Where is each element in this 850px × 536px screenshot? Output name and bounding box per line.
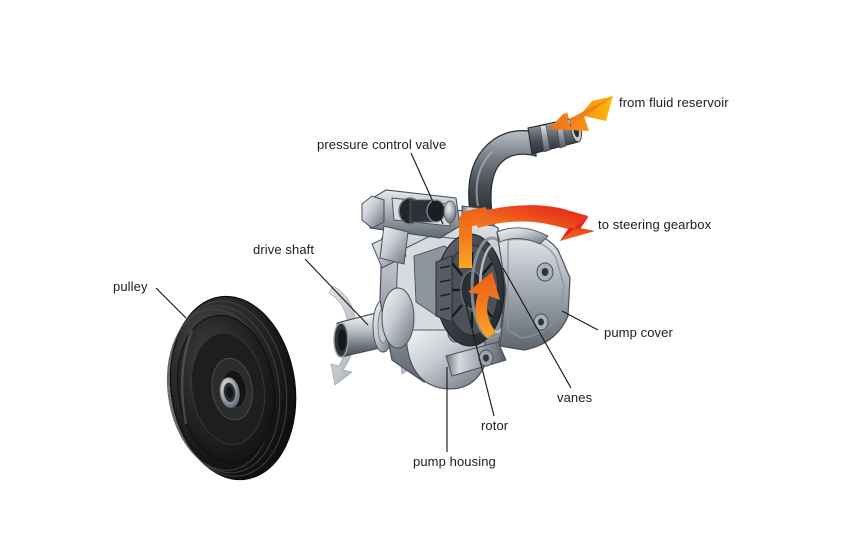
- drive-shaft-bore-inner: [338, 329, 346, 351]
- label-to-steering-gearbox: to steering gearbox: [598, 217, 712, 232]
- label-pump-cover: pump cover: [604, 325, 673, 340]
- label-drive-shaft: drive shaft: [253, 242, 315, 257]
- outlet-arrow-head: [560, 216, 589, 241]
- valve-end-cap: [361, 195, 385, 229]
- label-pressure-control-valve: pressure control valve: [317, 137, 447, 152]
- pump-cover-component: [496, 227, 571, 351]
- from-fluid-reservoir-arrow: [549, 96, 613, 131]
- valve-spring-seat: [443, 200, 457, 224]
- label-from-fluid-reservoir: from fluid reservoir: [619, 95, 729, 110]
- label-vanes: vanes: [557, 390, 593, 405]
- pulley-component: [166, 295, 297, 481]
- valve-spool-right: [426, 199, 446, 223]
- vane-cut-lines: [439, 265, 451, 311]
- vane-cut-block: [435, 255, 453, 323]
- valve-support-leg: [379, 225, 409, 265]
- rotor-rotation-arrow: [468, 272, 500, 338]
- inlet-highlight: [475, 151, 493, 207]
- leader-line-group: [155, 152, 599, 452]
- cover-bolt-hole-bottom: [538, 318, 544, 326]
- label-pulley: pulley: [113, 279, 148, 294]
- housing-bottom-flange: [445, 341, 507, 377]
- leader-drive-shaft: [304, 258, 369, 326]
- housing-bottom-hole: [483, 354, 489, 362]
- leader-rotor: [464, 300, 495, 417]
- outlet-ribbon: [472, 205, 595, 241]
- pulley-bore-center: [226, 386, 234, 399]
- leader-vanes: [502, 267, 572, 389]
- pulley-highlight: [180, 329, 194, 425]
- leader-pulley: [155, 287, 187, 319]
- cover-bolt-hole-top: [541, 268, 549, 276]
- leader-pressure-control-valve: [410, 152, 444, 225]
- rotor-rotation-shape: [468, 272, 500, 338]
- cover-top-lip: [496, 227, 549, 245]
- leader-pump-cover: [561, 310, 599, 331]
- label-rotor: rotor: [481, 418, 509, 433]
- to-steering-gearbox-arrow: [459, 205, 595, 268]
- housing-shaft-boss: [381, 287, 415, 349]
- pressure-control-valve-component: [361, 189, 461, 265]
- label-pump-housing: pump housing: [413, 454, 496, 469]
- inlet-arrow-head: [551, 97, 612, 128]
